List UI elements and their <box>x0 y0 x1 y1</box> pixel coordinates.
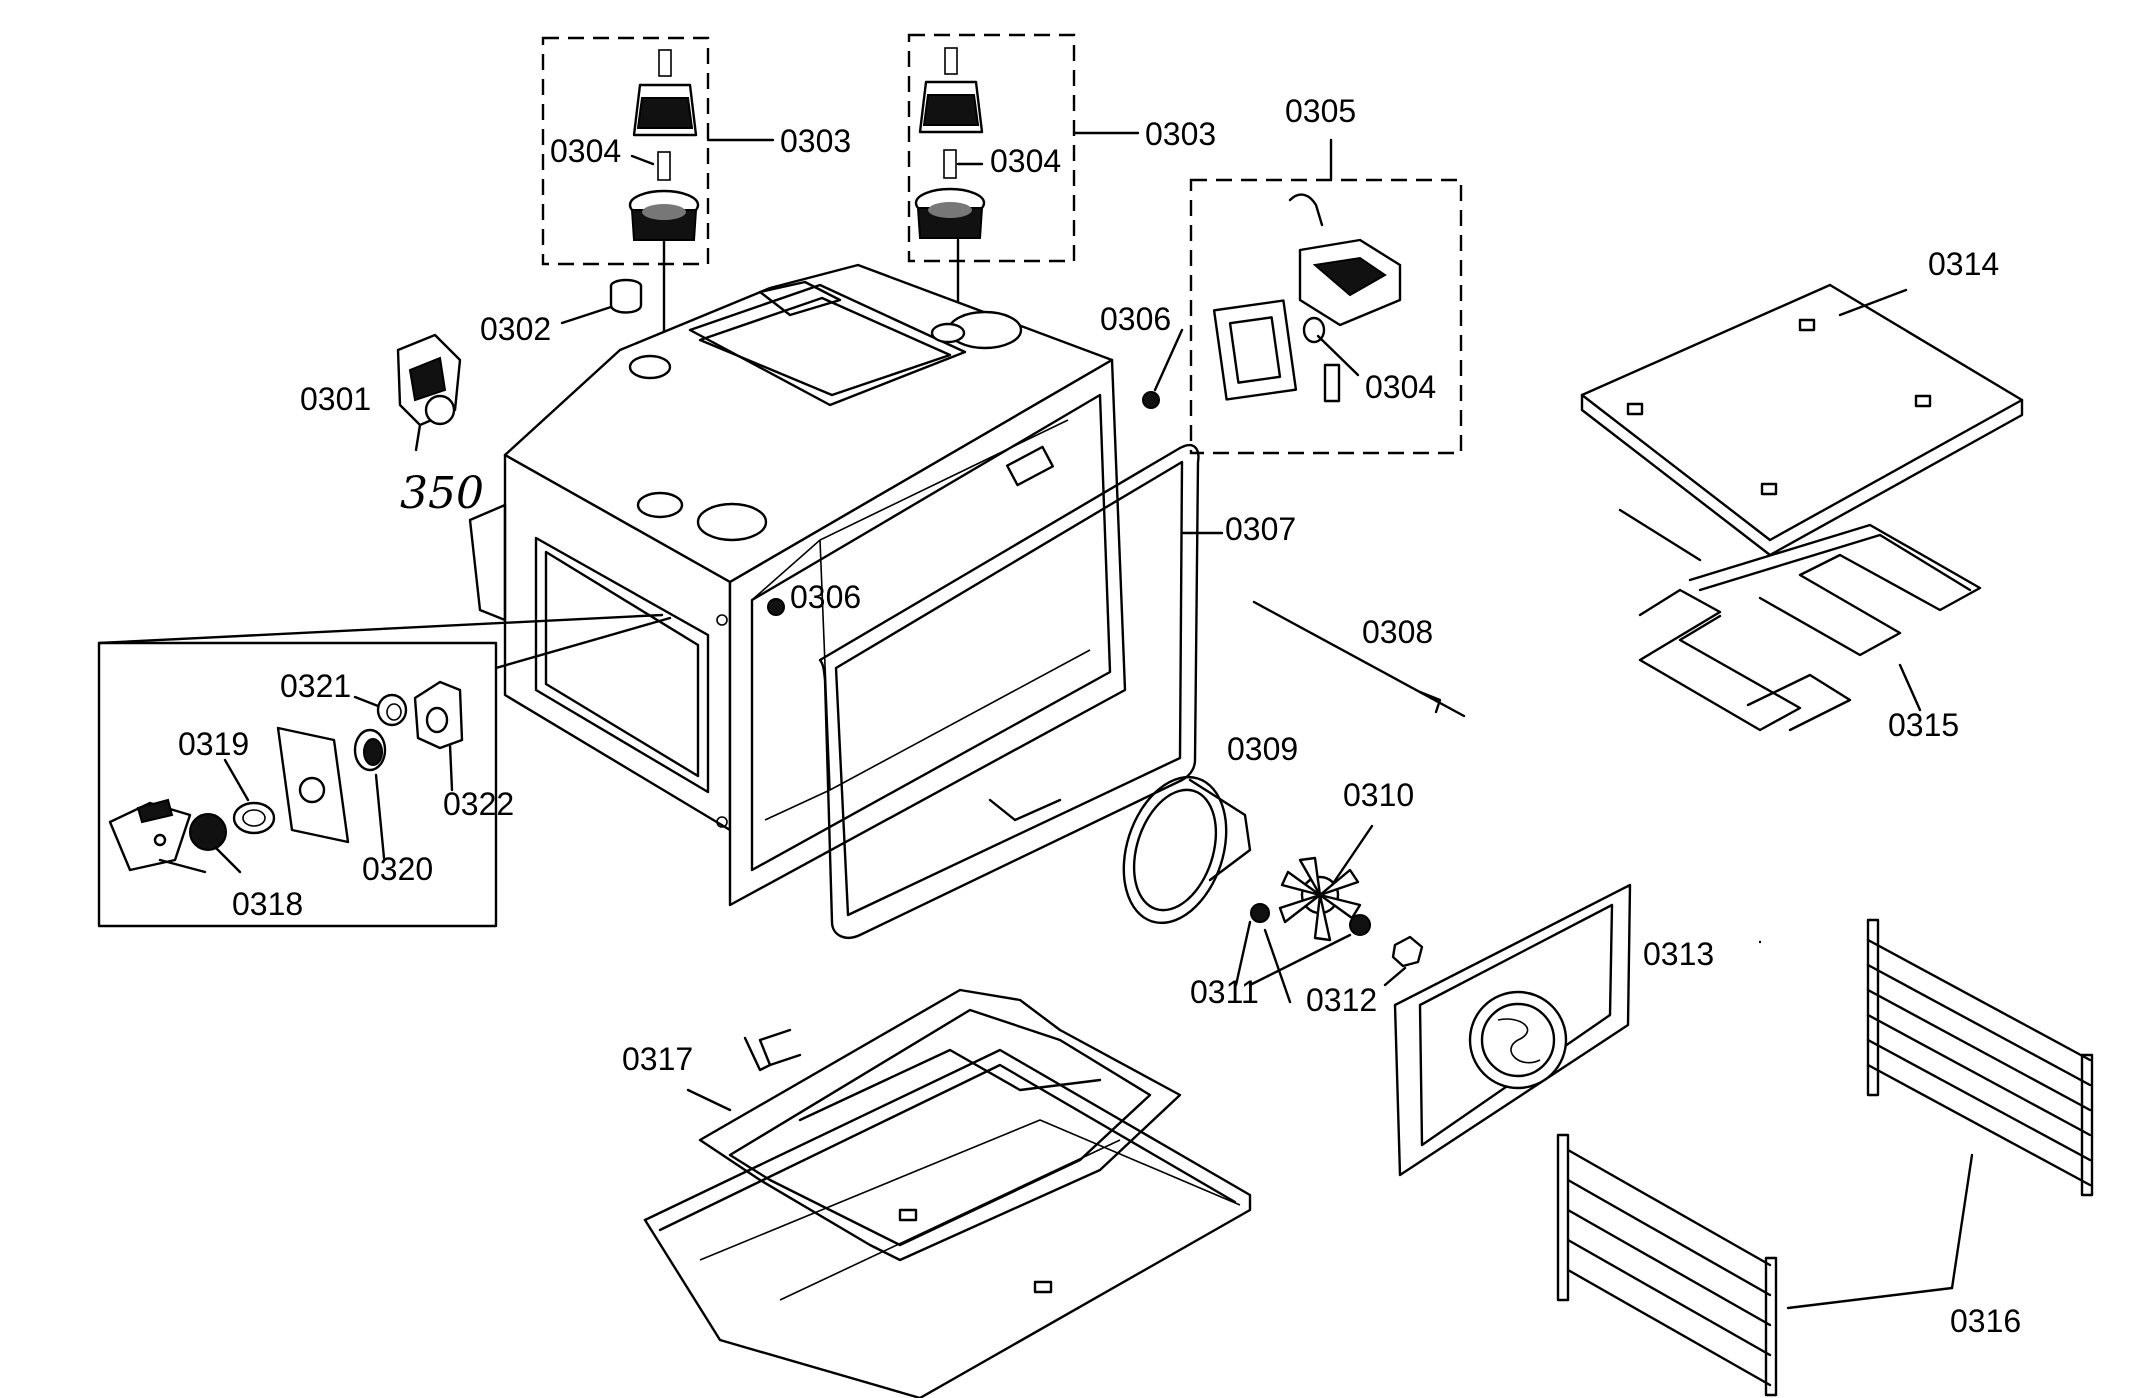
callout-0304-right: 0304 <box>990 143 1061 179</box>
callout-0311: 0311 <box>1190 974 1259 1010</box>
callout-0322: 0322 <box>443 786 514 822</box>
nut-0312 <box>1383 935 1424 987</box>
callout-0318: 0318 <box>232 886 303 922</box>
callout-0306-front: 0306 <box>790 579 861 615</box>
sensor-rod-0308 <box>1252 600 1466 718</box>
lamp-socket-0302 <box>560 278 643 325</box>
callout-0303-right: 0303 <box>1145 116 1216 152</box>
door-gasket-0307 <box>818 443 1200 939</box>
bottom-heating-element-0317 <box>643 988 1252 1398</box>
handwritten-note: 350 <box>400 468 484 519</box>
top-heating-element-0315 <box>1618 508 1982 732</box>
callout-labels: 0301 0302 0303 0303 0304 0304 0304 0305 … <box>178 93 2021 1339</box>
callout-0301: 0301 <box>300 381 371 417</box>
leader-lines <box>1153 288 1922 1004</box>
callout-0303-left: 0303 <box>780 123 851 159</box>
callout-0304-switch: 0304 <box>1365 369 1436 405</box>
side-rack-right-0316 <box>1866 918 2094 1197</box>
callout-0313: 0313 <box>1643 936 1714 972</box>
door-switch-assembly <box>1189 138 1463 455</box>
callout-0315: 0315 <box>1888 707 1959 743</box>
fan-motor-0301 <box>396 333 462 452</box>
callout-0305: 0305 <box>1285 93 1356 129</box>
callout-0321: 0321 <box>280 668 351 704</box>
top-panel-0314 <box>1580 283 2024 557</box>
callout-0308: 0308 <box>1362 614 1433 650</box>
callout-0304-left: 0304 <box>550 133 621 169</box>
callout-0319: 0319 <box>178 726 249 762</box>
callout-0312: 0312 <box>1306 982 1377 1018</box>
side-rack-left-0316 <box>1556 1133 1974 1397</box>
callout-0317: 0317 <box>622 1041 693 1077</box>
fan-blade-0310 <box>1234 824 1374 987</box>
callout-0306-right: 0306 <box>1100 301 1171 337</box>
callout-0316: 0316 <box>1950 1303 2021 1339</box>
lamp-assembly-right <box>907 33 1140 320</box>
callout-0314: 0314 <box>1928 246 1999 282</box>
callout-0307: 0307 <box>1225 511 1296 547</box>
callout-0310: 0310 <box>1343 777 1414 813</box>
heating-ring-0309 <box>1122 775 1252 925</box>
thermostat-detail-inset <box>97 613 672 928</box>
callout-0302: 0302 <box>480 311 551 347</box>
rear-panel-0313 <box>1393 883 1632 1177</box>
callout-0309: 0309 <box>1227 731 1298 767</box>
callout-0320: 0320 <box>362 851 433 887</box>
lamp-assembly-left <box>541 36 775 362</box>
